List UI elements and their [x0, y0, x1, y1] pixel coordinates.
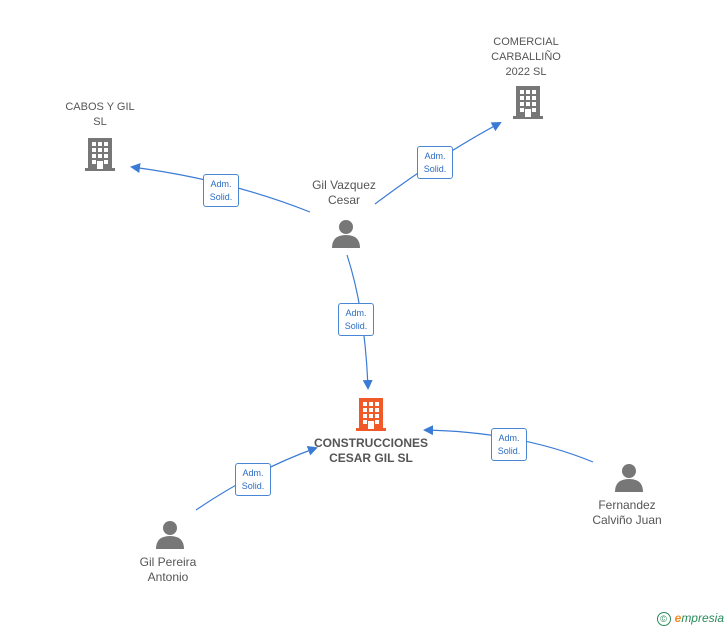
brand-logo-text: mpresia — [681, 611, 724, 626]
brand-logo-e: e — [674, 611, 682, 626]
edge-badge-construcciones-gil-pereira[interactable]: Adm. Solid. — [235, 463, 271, 496]
edge-badge-cabos[interactable]: Adm. Solid. — [203, 174, 239, 207]
brand-footer[interactable]: ©empresia — [656, 611, 724, 626]
node-label-gil-vazquez: Gil Vazquez Cesar — [312, 178, 376, 207]
node-label-fernandez: Fernandez Calviño Juan — [592, 498, 662, 527]
node-label-cabos: CABOS Y GIL SL — [65, 101, 135, 128]
node-label-comercial: COMERCIAL CARBALLIÑO 2022 SL — [491, 36, 561, 78]
building-icon[interactable] — [84, 136, 116, 172]
building-icon-main[interactable] — [355, 396, 387, 432]
building-icon[interactable] — [512, 84, 544, 120]
edge-badge-comercial[interactable]: Adm. Solid. — [417, 146, 453, 179]
node-label-gil-pereira: Gil Pereira Antonio — [139, 555, 197, 584]
person-icon[interactable] — [614, 462, 644, 492]
person-icon[interactable] — [155, 519, 185, 549]
person-icon[interactable] — [331, 218, 361, 248]
edge-badge-construcciones-gil-vazquez[interactable]: Adm. Solid. — [338, 303, 374, 336]
edge-badge-construcciones-fernandez[interactable]: Adm. Solid. — [491, 428, 527, 461]
copyright-icon: © — [656, 612, 671, 626]
node-label-construcciones: CONSTRUCCIONES CESAR GIL SL — [313, 436, 428, 465]
